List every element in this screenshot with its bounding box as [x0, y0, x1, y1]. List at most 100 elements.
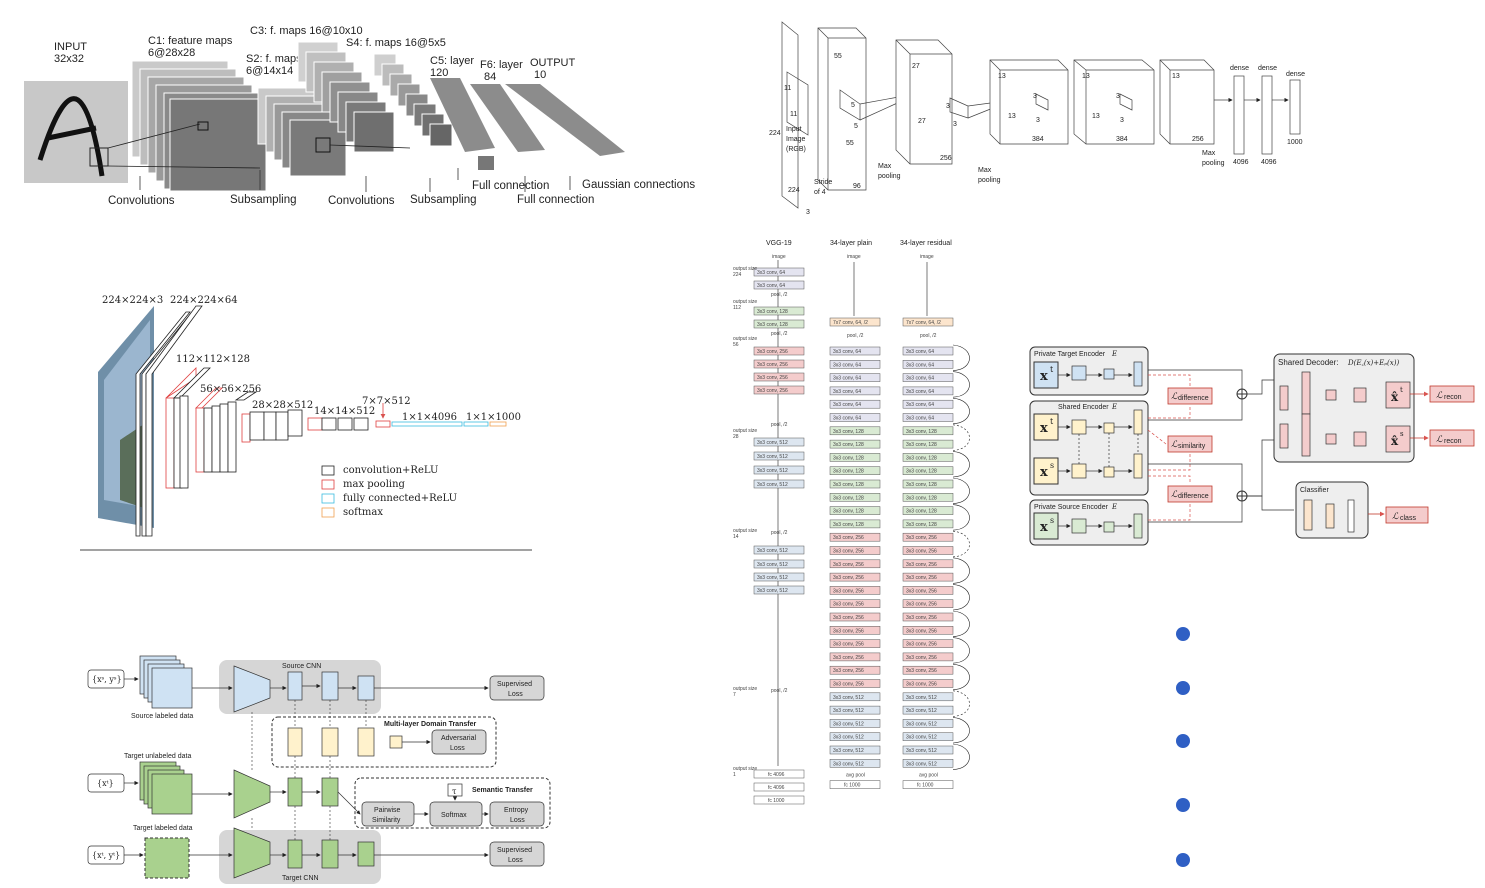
vgg-dim-6: 7×7×512 [362, 396, 411, 407]
svg-text:3x3 conv, 512: 3x3 conv, 512 [906, 721, 937, 727]
dsn-private-source-label: Private Source Encoder [1034, 504, 1109, 511]
resnet-layer [829, 493, 881, 502]
lenet-bottom-fc1: Full connection [472, 180, 549, 192]
svg-text:3x3 conv, 256: 3x3 conv, 256 [833, 655, 864, 661]
transfer-softmax: Softmax [441, 812, 467, 819]
svg-text:3x3 conv, 128: 3x3 conv, 128 [833, 482, 864, 488]
vgg19-layer [753, 437, 805, 447]
svg-text:1000: 1000 [1287, 139, 1303, 146]
svg-text:11: 11 [784, 85, 791, 92]
svg-text:pooling: pooling [978, 177, 1001, 184]
transfer-input-target: {xᵗ, yᵗ} [92, 851, 120, 860]
svg-text:dense: dense [1286, 71, 1305, 78]
svg-text:3x3 conv, 64: 3x3 conv, 64 [906, 349, 934, 355]
resnet-layer [829, 732, 881, 741]
svg-text:3x3 conv, 512: 3x3 conv, 512 [757, 588, 788, 594]
svg-text:224: 224 [788, 187, 800, 194]
resnet-layer [829, 413, 881, 422]
svg-text:t: t [1050, 365, 1054, 374]
lenet-bottom-sub1: Subsampling [230, 194, 296, 206]
svg-text:3: 3 [953, 121, 957, 128]
svg-text:10: 10 [534, 69, 546, 81]
svg-text:Similarity: Similarity [372, 817, 401, 824]
resnet-layer [829, 386, 881, 396]
svg-text:3x3 conv, 64: 3x3 conv, 64 [833, 416, 861, 422]
vgg-legend: convolution+ReLU max pooling fully conne… [321, 465, 457, 518]
svg-text:3x3 conv, 128: 3x3 conv, 128 [833, 469, 864, 475]
svg-text:3x3 conv, 64: 3x3 conv, 64 [833, 349, 861, 355]
svg-text:3x3 conv, 256: 3x3 conv, 256 [833, 682, 864, 688]
resnet-layer [829, 373, 881, 382]
svg-text:3x3 conv, 512: 3x3 conv, 512 [757, 575, 788, 581]
svg-text:3x3 conv, 256: 3x3 conv, 256 [833, 562, 864, 568]
lenet-c3-label: C3: f. maps 16@10x10 [250, 25, 363, 37]
transfer-input-source: {xˢ, yˢ} [92, 675, 122, 684]
svg-text:x: x [1040, 421, 1048, 436]
resnet-output-size: output size [733, 336, 757, 342]
svg-text:3x3 conv, 512: 3x3 conv, 512 [757, 440, 788, 446]
svg-text:ℒ: ℒ [1436, 435, 1443, 445]
svg-text:3x3 conv, 256: 3x3 conv, 256 [833, 588, 864, 594]
lenet-c3-maps [297, 41, 395, 153]
svg-text:pool, /2: pool, /2 [771, 530, 788, 536]
svg-text:3: 3 [1033, 93, 1037, 100]
resnet-layer [902, 732, 954, 741]
alexnet-labels: 11 11 224 224 3 5 5 55 55 96 27 27 256 3… [769, 53, 1305, 216]
lenet-s2-label: S2: f. maps [246, 53, 302, 65]
svg-text:Max: Max [978, 167, 992, 174]
svg-text:3x3 conv, 128: 3x3 conv, 128 [906, 442, 937, 448]
resnet-layer [902, 466, 954, 475]
svg-text:3x3 conv, 128: 3x3 conv, 128 [906, 469, 937, 475]
svg-text:3x3 conv, 256: 3x3 conv, 256 [833, 549, 864, 555]
svg-text:Input: Input [786, 126, 802, 133]
svg-text:softmax: softmax [343, 507, 383, 518]
resnet-layer [902, 572, 954, 582]
svg-text:112: 112 [733, 305, 741, 311]
svg-text:3x3 conv, 256: 3x3 conv, 256 [906, 535, 937, 541]
svg-text:Image: Image [786, 136, 806, 143]
dsn-l-difference-1: difference [1178, 395, 1209, 402]
resnet-layer [829, 679, 881, 688]
svg-text:Loss: Loss [510, 817, 525, 824]
resnet-layer [829, 612, 881, 622]
svg-text:7x7 conv, 64, /2: 7x7 conv, 64, /2 [906, 320, 941, 326]
svg-text:3x3 conv, 512: 3x3 conv, 512 [906, 695, 937, 701]
svg-text:3x3 conv, 512: 3x3 conv, 512 [833, 748, 864, 754]
svg-text:pool, /2: pool, /2 [771, 331, 788, 337]
bullet-dot [1176, 798, 1190, 812]
svg-text:avg pool: avg pool [919, 773, 938, 779]
resnet-layer [902, 546, 954, 555]
lenet-s4-label: S4: f. maps 16@5x5 [346, 37, 446, 49]
svg-text:3x3 conv, 512: 3x3 conv, 512 [833, 761, 864, 767]
resnet-layer [829, 453, 881, 462]
svg-text:55: 55 [846, 140, 854, 147]
svg-text:3x3 conv, 256: 3x3 conv, 256 [833, 668, 864, 674]
svg-text:ℒ: ℒ [1171, 490, 1178, 500]
resnet-layer [902, 626, 954, 635]
svg-text:t: t [1400, 386, 1403, 394]
bullet-dot [1176, 627, 1190, 641]
svg-text:Loss: Loss [450, 745, 465, 752]
resnet-layer [829, 692, 881, 702]
svg-text:4096: 4096 [1261, 159, 1277, 166]
svg-text:pool, /2: pool, /2 [847, 333, 864, 339]
dsn-private-target-label: Private Target Encoder [1034, 351, 1106, 358]
svg-text:s: s [1050, 516, 1054, 525]
svg-text:55: 55 [834, 53, 842, 60]
svg-text:Entropy: Entropy [504, 807, 529, 814]
svg-text:3x3 conv, 512: 3x3 conv, 512 [906, 708, 937, 714]
svg-text:3x3 conv, 256: 3x3 conv, 256 [906, 549, 937, 555]
resnet-layer [829, 559, 881, 569]
alexnet-diagram [781, 21, 1301, 209]
transfer-target-cnn: Target CNN [282, 875, 319, 882]
svg-text:fully connected+ReLU: fully connected+ReLU [343, 493, 457, 504]
resnet-layer [902, 599, 954, 608]
vgg19-layer [753, 306, 805, 316]
svg-text:fc 4096: fc 4096 [768, 772, 785, 778]
resnet-conv7 [829, 317, 881, 327]
svg-text:13: 13 [998, 73, 1006, 80]
svg-text:3: 3 [1116, 93, 1120, 100]
lenet-c1-maps [131, 60, 267, 192]
bullet-list [1176, 627, 1190, 867]
svg-text:3x3 conv, 64: 3x3 conv, 64 [757, 270, 785, 276]
